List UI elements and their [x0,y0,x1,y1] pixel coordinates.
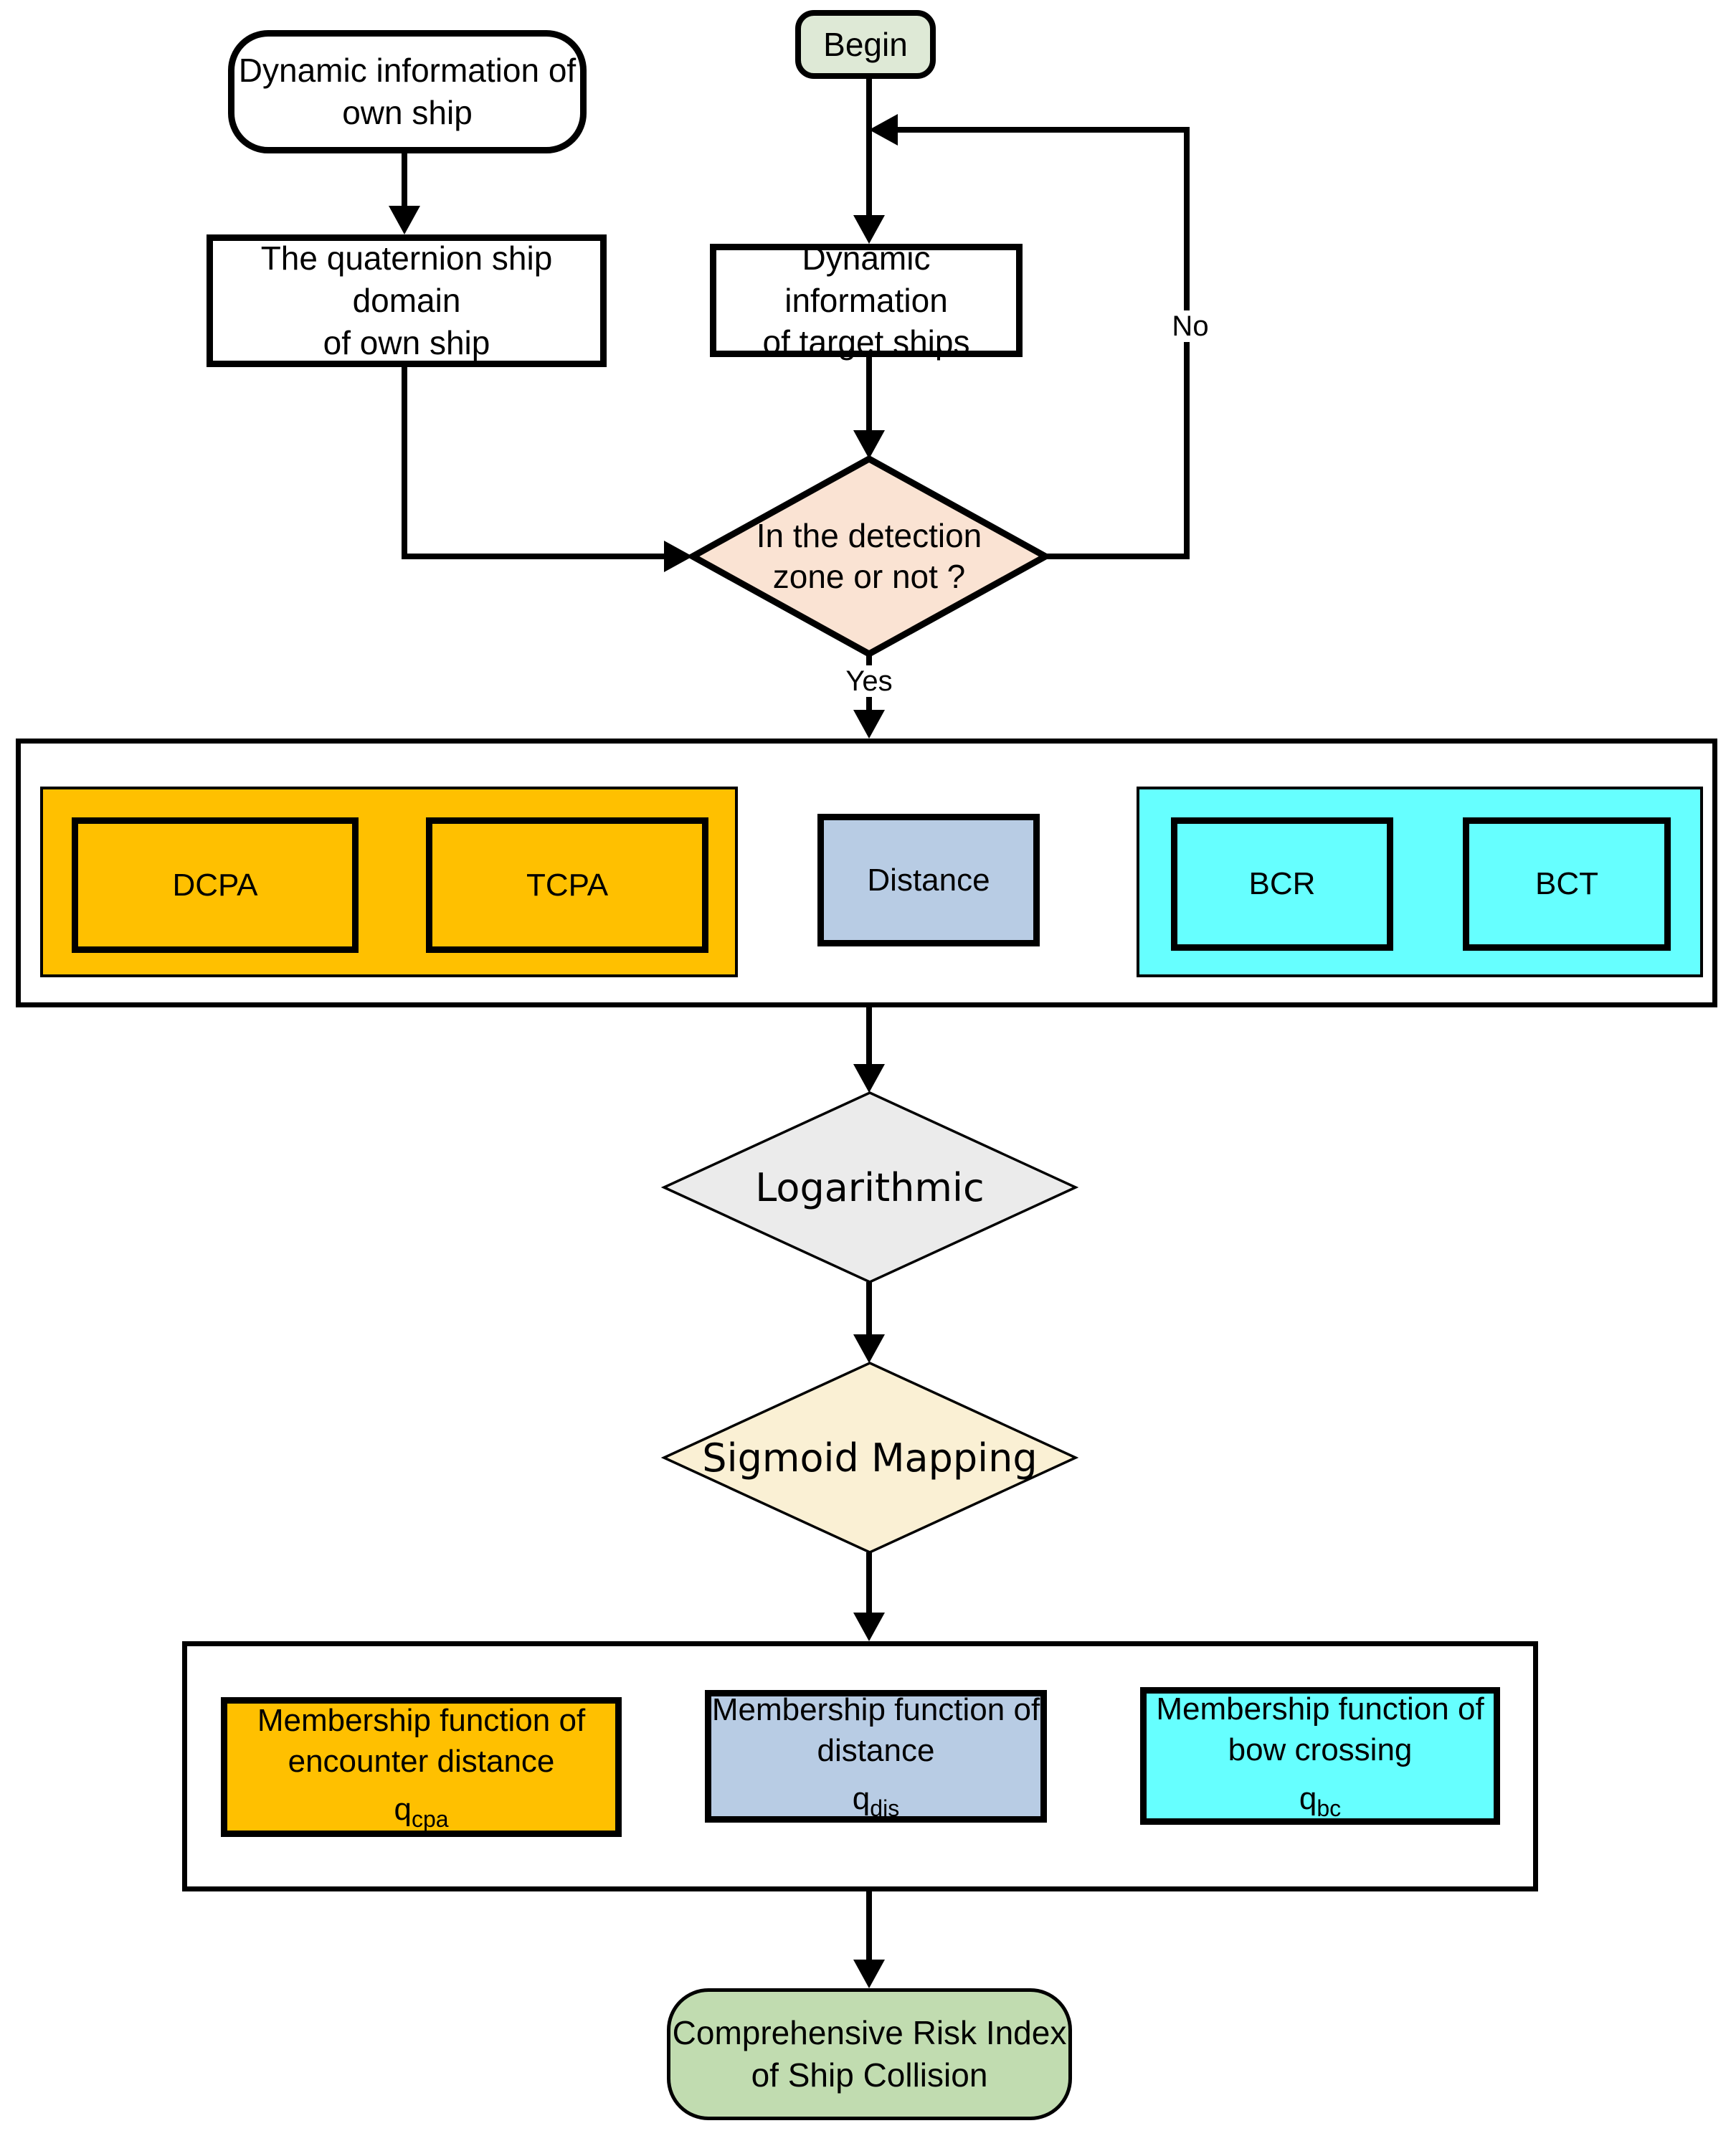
edge-params-to-log-line [866,1007,872,1064]
edge-own-to-quaternion-line [402,153,407,209]
quaternion-domain-line1: The quaternion ship domain [260,239,553,320]
target-ship-info-line1: Dynamic information [784,239,948,319]
membership-cpa-box: Membership function of encounter distanc… [221,1697,622,1837]
dcpa-box: DCPA [72,817,359,953]
membership-dis-box: Membership function of distance qdis [705,1690,1047,1823]
risk-index-node: Comprehensive Risk Index of Ship Collisi… [667,1988,1072,2120]
edge-no-loop-bottom-line [1045,554,1190,559]
edge-begin-to-target-line [866,76,872,218]
arrowhead-membership-to-risk [853,1960,885,1988]
edge-quaternion-down-line [402,367,407,559]
edge-label-no: No [1166,310,1215,342]
membership-bc-line2: bow crossing [1228,1732,1413,1768]
edge-membership-to-risk-line [866,1891,872,1962]
membership-dis-line2: distance [817,1732,935,1768]
edge-log-to-sigmoid-line [866,1282,872,1337]
detection-decision-label: In the detection zone or not ? [690,473,1048,640]
bct-box: BCT [1463,817,1671,951]
logarithmic-label: Logarithmic [755,1164,985,1210]
arrowhead-params-to-log [853,1064,885,1093]
begin-node: Begin [795,10,936,79]
own-ship-info-line1: Dynamic information of [238,52,577,90]
target-ship-info-line2: of target ships [762,323,970,361]
arrowhead-sigmoid-to-membership [853,1613,885,1641]
edge-label-yes: Yes [840,665,898,697]
membership-bc-symbol: qbc [1299,1780,1342,1821]
edge-target-to-diamond-line [866,357,872,430]
membership-dis-symbol: qdis [852,1781,900,1821]
arrowhead-log-to-sigmoid [853,1334,885,1363]
arrowhead-own-to-quaternion [389,206,420,234]
detection-decision-line1: In the detection [756,516,982,554]
membership-bc-line1: Membership function of [1156,1691,1484,1727]
membership-cpa-symbol: qcpa [394,1792,449,1832]
quaternion-domain-node: The quaternion ship domain of own ship [207,234,607,367]
sigmoid-mapping-label: Sigmoid Mapping [702,1435,1038,1481]
distance-box: Distance [817,814,1040,946]
edge-no-loop-vertical-line [1184,127,1190,559]
risk-index-line2: of Ship Collision [751,2056,988,2094]
target-ship-info-node: Dynamic information of target ships [710,239,1023,361]
arrowhead-no-loop [869,114,898,146]
arrowhead-begin-to-target [853,215,885,244]
membership-cpa-line1: Membership function of [257,1702,586,1738]
own-ship-info-line2: own ship [342,94,473,131]
membership-bc-box: Membership function of bow crossing qbc [1140,1687,1500,1825]
membership-cpa-line2: encounter distance [288,1743,555,1779]
quaternion-domain-line2: of own ship [323,323,490,361]
arrowhead-quaternion-to-diamond [664,541,693,572]
edge-no-loop-top-line [898,127,1190,133]
edge-quaternion-to-diamond-line [402,554,664,559]
risk-index-line1: Comprehensive Risk Index [672,2014,1067,2052]
membership-dis-line1: Membership function of [711,1691,1040,1727]
tcpa-box: TCPA [426,817,708,953]
detection-decision-line2: zone or not ? [772,558,966,595]
arrowhead-target-to-diamond [853,430,885,459]
edge-sigmoid-to-membership-line [866,1552,872,1615]
arrowhead-yes [853,710,885,739]
bcr-box: BCR [1171,817,1393,951]
own-ship-info-node: Dynamic information of own ship [228,30,587,153]
